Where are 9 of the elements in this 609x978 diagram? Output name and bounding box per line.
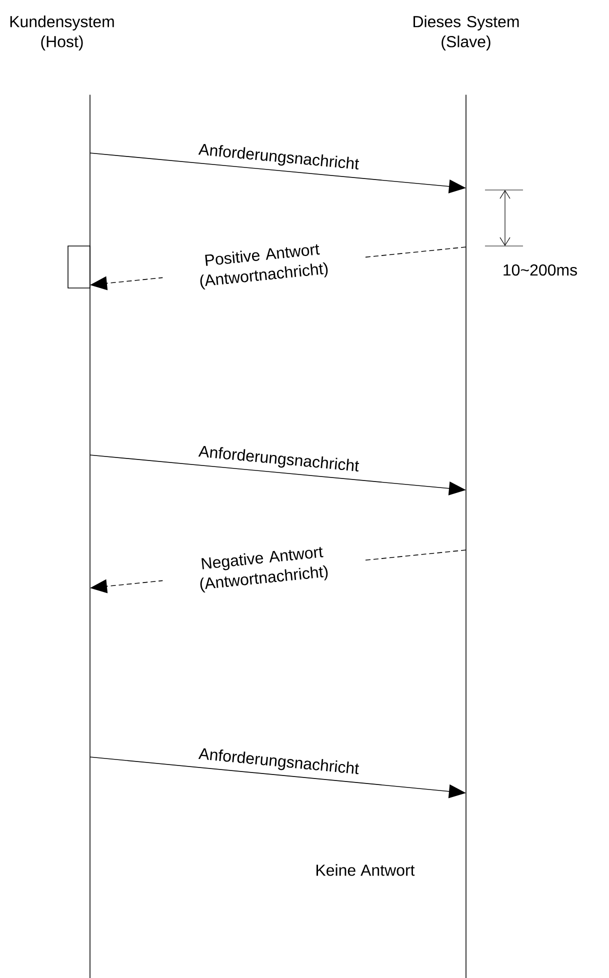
arrow bbox=[90, 454, 466, 496]
arrow bbox=[90, 152, 466, 194]
note-text: Keine Antwort bbox=[316, 864, 415, 876]
edge-label: Anforderungsnachricht bbox=[198, 748, 360, 774]
edge-label: Anforderungsnachricht bbox=[198, 446, 360, 472]
duration-label: 10~200ms bbox=[504, 264, 577, 276]
arrow bbox=[90, 756, 466, 798]
edge-label: Anforderungsnachricht bbox=[198, 144, 360, 170]
lifeline: Kundensystem (Host) bbox=[10, 16, 114, 978]
